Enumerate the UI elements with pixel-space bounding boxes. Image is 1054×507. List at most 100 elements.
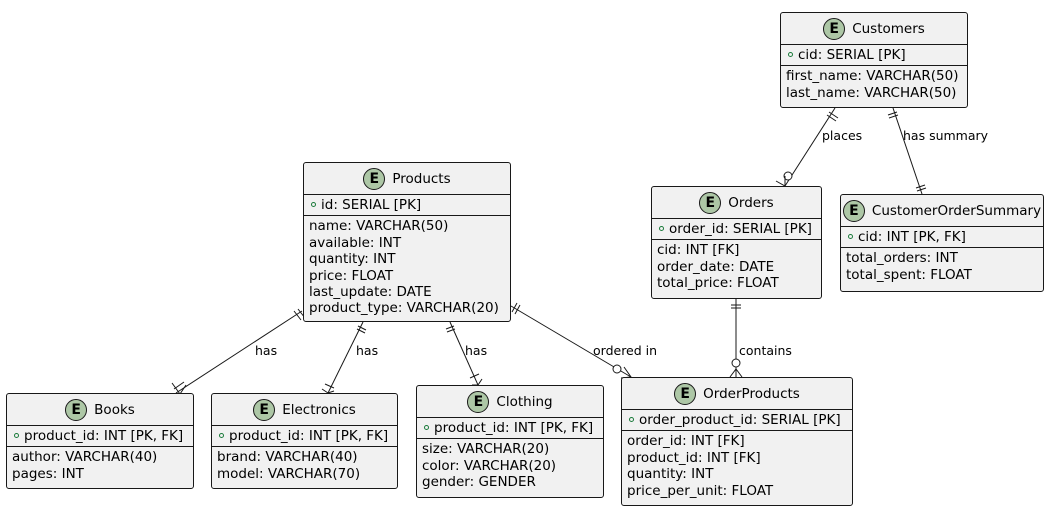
entity-title: Orders	[728, 194, 774, 211]
pk-marker-icon	[659, 226, 664, 231]
pk-marker-icon	[788, 52, 793, 57]
entity-order-products[interactable]: E OrderProducts order_product_id: SERIAL …	[621, 377, 853, 506]
attribute: total_spent: FLOAT	[846, 266, 972, 283]
attribute: last_update: DATE	[309, 283, 432, 300]
attribute: price: FLOAT	[309, 267, 394, 284]
pk-section: cid: INT [PK, FK]	[841, 227, 1043, 249]
pk-section: order_product_id: SERIAL [PK]	[622, 410, 852, 432]
attribute: last_name: VARCHAR(50)	[786, 84, 957, 101]
entity-books[interactable]: E Books product_id: INT [PK, FK] author: …	[6, 393, 194, 489]
entity-clothing[interactable]: E Clothing product_id: INT [PK, FK] size:…	[416, 385, 604, 498]
pk-attribute: id: SERIAL [PK]	[309, 197, 505, 213]
connector-places	[775, 107, 839, 187]
pk-attribute: product_id: INT [PK, FK]	[217, 428, 392, 444]
pk-attribute: product_id: INT [PK, FK]	[422, 420, 598, 436]
attribute: available: INT	[309, 234, 402, 251]
attributes-section: size: VARCHAR(20) color: VARCHAR(20) gen…	[417, 439, 603, 492]
attribute: price_per_unit: FLOAT	[627, 482, 774, 499]
attribute: brand: VARCHAR(40)	[217, 449, 358, 466]
entity-header: E Electronics	[212, 394, 397, 426]
entity-header: E Customers	[781, 13, 967, 45]
pk-section: cid: SERIAL [PK]	[781, 45, 967, 67]
attribute: model: VARCHAR(70)	[217, 465, 361, 482]
attribute: cid: INT [FK]	[657, 242, 740, 259]
entity-products[interactable]: E Products id: SERIAL [PK] name: VARCHAR(…	[303, 162, 511, 322]
pk-section: product_id: INT [PK, FK]	[417, 418, 603, 440]
attributes-section: first_name: VARCHAR(50) last_name: VARCH…	[781, 66, 967, 103]
pk-section: product_id: INT [PK, FK]	[7, 426, 193, 448]
entity-badge: E	[823, 17, 846, 40]
entity-badge: E	[842, 199, 865, 222]
attribute: size: VARCHAR(20)	[422, 441, 550, 458]
entity-customers[interactable]: E Customers cid: SERIAL [PK] first_name: …	[780, 12, 968, 108]
connector-contains	[729, 299, 743, 378]
attribute: order_id: INT [FK]	[627, 433, 745, 450]
attribute: gender: GENDER	[422, 474, 536, 491]
attribute: product_id: INT [FK]	[627, 449, 761, 466]
pk-attribute: order_product_id: SERIAL [PK]	[627, 412, 847, 428]
entity-badge: E	[253, 398, 276, 421]
attribute: pages: INT	[12, 465, 84, 482]
relation-label-has-books: has	[255, 343, 278, 358]
attribute: total_orders: INT	[846, 250, 958, 267]
entity-header: E Books	[7, 394, 193, 426]
relation-label-has-clothing: has	[465, 343, 488, 358]
relation-label-ordered-in: ordered in	[593, 343, 658, 358]
pk-attribute: cid: SERIAL [PK]	[786, 47, 962, 63]
pk-marker-icon	[219, 433, 224, 438]
attribute: first_name: VARCHAR(50)	[786, 68, 959, 85]
relation-label-has-summary: has summary	[903, 128, 989, 143]
entity-badge: E	[674, 382, 697, 405]
connector-ordered-in	[510, 302, 632, 379]
entity-title: OrderProducts	[703, 385, 800, 402]
attribute: color: VARCHAR(20)	[422, 457, 557, 474]
pk-marker-icon	[848, 234, 853, 239]
attributes-section: brand: VARCHAR(40) model: VARCHAR(70)	[212, 447, 397, 484]
attributes-section: name: VARCHAR(50) available: INT quantit…	[304, 216, 510, 318]
pk-attribute: product_id: INT [PK, FK]	[12, 428, 188, 444]
entity-badge: E	[467, 390, 490, 413]
entity-badge: E	[65, 398, 88, 421]
attribute: quantity: INT	[309, 251, 396, 268]
pk-marker-icon	[14, 433, 19, 438]
entity-header: E OrderProducts	[622, 378, 852, 410]
pk-attribute: order_id: SERIAL [PK]	[657, 221, 816, 237]
pk-section: order_id: SERIAL [PK]	[652, 219, 821, 241]
entity-title: Books	[94, 401, 135, 418]
entity-header: E Clothing	[417, 386, 603, 418]
entity-title: Customers	[852, 20, 925, 37]
attribute: quantity: INT	[627, 466, 714, 483]
attribute: total_price: FLOAT	[657, 275, 779, 292]
attributes-section: author: VARCHAR(40) pages: INT	[7, 447, 193, 484]
attribute: author: VARCHAR(40)	[12, 449, 158, 466]
pk-marker-icon	[424, 425, 429, 430]
entity-title: Clothing	[496, 393, 553, 410]
pk-attribute: cid: INT [PK, FK]	[846, 229, 1038, 245]
attributes-section: order_id: INT [FK] product_id: INT [FK] …	[622, 431, 852, 501]
connector-has-books	[171, 308, 306, 395]
entity-title: Products	[392, 170, 451, 187]
relation-label-has-electronics: has	[356, 343, 379, 358]
attribute: product_type: VARCHAR(20)	[309, 300, 499, 317]
entity-header: E CustomerOrderSummary	[841, 195, 1043, 227]
entity-electronics[interactable]: E Electronics product_id: INT [PK, FK] br…	[211, 393, 398, 489]
entity-badge: E	[363, 167, 386, 190]
pk-marker-icon	[311, 202, 316, 207]
attribute: name: VARCHAR(50)	[309, 218, 449, 235]
entity-title: CustomerOrderSummary	[871, 202, 1042, 219]
relation-label-places: places	[822, 128, 863, 143]
relation-label-contains: contains	[739, 343, 792, 358]
pk-section: product_id: INT [PK, FK]	[212, 426, 397, 448]
attributes-section: total_orders: INT total_spent: FLOAT	[841, 248, 1043, 285]
pk-section: id: SERIAL [PK]	[304, 195, 510, 217]
entity-title: Electronics	[282, 401, 356, 418]
connector-has-summary	[887, 107, 927, 195]
attributes-section: cid: INT [FK] order_date: DATE total_pri…	[652, 240, 821, 293]
pk-marker-icon	[629, 417, 634, 422]
attribute: order_date: DATE	[657, 258, 775, 275]
entity-header: E Products	[304, 163, 510, 195]
